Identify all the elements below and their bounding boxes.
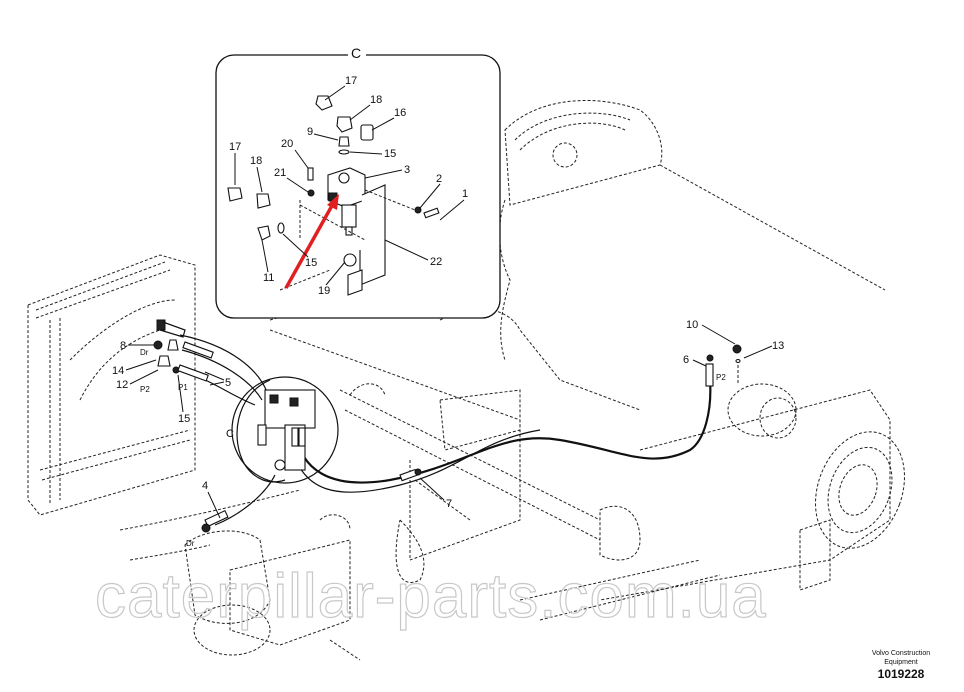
callout-22: 22	[430, 256, 442, 268]
caption-line-2: Equipment	[884, 659, 918, 666]
detail-marker-label: C	[226, 428, 234, 440]
callout-17-top: 17	[345, 75, 357, 87]
callout-6: 6	[683, 354, 689, 366]
hose-ends	[201, 468, 422, 533]
callout-4: 4	[202, 480, 208, 492]
watermark: caterpillar-parts.com.ua	[95, 562, 767, 631]
callout-2: 2	[436, 173, 442, 185]
drawing-number: 1019228	[877, 667, 925, 681]
detail-view-c: C 17 18 16 9	[215, 45, 501, 319]
callout-12: 12	[116, 379, 128, 391]
callout-21: 21	[274, 167, 286, 179]
callout-18-top: 18	[370, 94, 382, 106]
machine-frame-outline	[27, 99, 905, 661]
callout-16: 16	[394, 107, 406, 119]
callout-14: 14	[112, 365, 124, 377]
callout-17-left: 17	[229, 141, 241, 153]
callout-19: 19	[318, 285, 330, 297]
callout-20: 20	[281, 138, 293, 150]
callout-9: 9	[307, 126, 313, 138]
callout-7: 7	[446, 498, 452, 510]
callout-15-main: 15	[178, 413, 190, 425]
callout-13: 13	[772, 340, 784, 352]
radiator-fittings	[153, 319, 214, 382]
detail-marker-circle: C	[226, 376, 339, 484]
highlight-arrow-head	[327, 194, 339, 210]
callout-15-top: 15	[384, 148, 396, 160]
manufacturer-caption: Volvo Construction Equipment	[856, 649, 946, 667]
callout-18-left: 18	[250, 155, 262, 167]
callout-8: 8	[120, 340, 126, 352]
port-label-dr: Dr	[140, 348, 149, 357]
callout-5: 5	[225, 377, 231, 389]
callout-15-left: 15	[305, 257, 317, 269]
callout-11: 11	[263, 272, 274, 284]
callout-10: 10	[686, 319, 698, 331]
callout-1: 1	[462, 188, 468, 200]
port-label-p1: P1	[178, 383, 188, 392]
main-callouts: 8 Dr 14 12 P2 P1 5 15 4 Dr 7 6 10 13	[112, 319, 784, 548]
port-label-p2-right: P2	[716, 373, 726, 382]
detail-view-label: C	[351, 45, 361, 61]
caption-line-1: Volvo Construction	[871, 650, 931, 657]
pump-fittings-right: P2	[705, 344, 797, 439]
highlight-arrow	[284, 201, 336, 289]
port-label-p2: P2	[140, 385, 150, 394]
port-label-dr-lower: Dr	[186, 539, 195, 548]
callout-3: 3	[404, 164, 410, 176]
